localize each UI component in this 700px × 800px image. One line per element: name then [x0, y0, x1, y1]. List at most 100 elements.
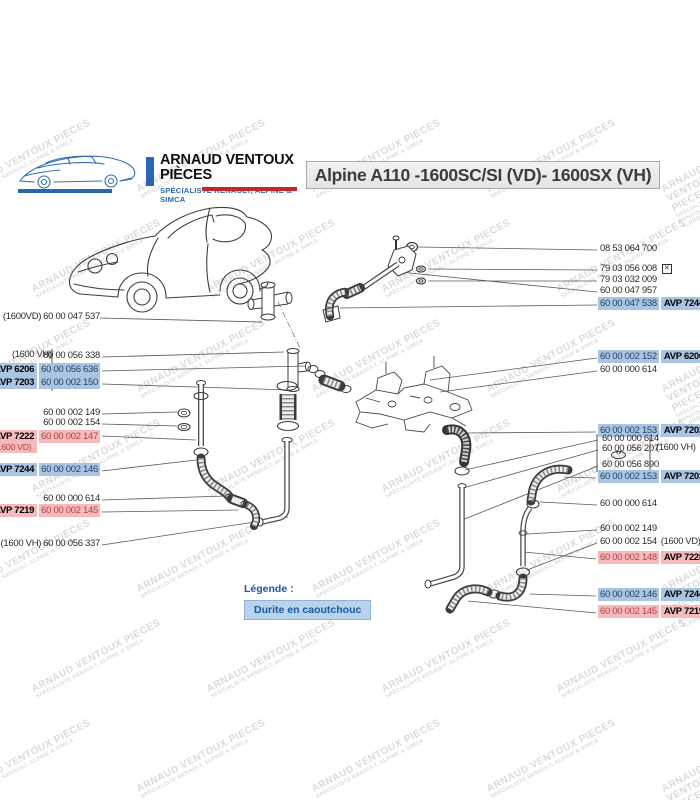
- avp-code: AVP 7202: [660, 424, 700, 437]
- part-ref: 60 00 047 538: [598, 297, 659, 310]
- avp-code: AVP 7244: [660, 297, 700, 310]
- car-sketch: [68, 206, 273, 313]
- leader-line: [339, 304, 598, 309]
- leader-line: [101, 495, 227, 501]
- part-label: 60 00 002 154(1600 VD): [600, 535, 700, 548]
- right-elbow-and-pipe: [424, 424, 472, 589]
- leader-line: [101, 423, 178, 427]
- leader-line: [529, 593, 597, 597]
- leader-line: [427, 268, 598, 271]
- part-label: 60 00 000 614: [600, 363, 657, 376]
- part-label: 60 00 002 154: [43, 416, 100, 429]
- part-label: AVP 7222(1600 VD)60 00 002 147: [0, 430, 100, 453]
- part-ref: 60 00 056 337: [43, 538, 100, 549]
- leader-line: [466, 431, 597, 434]
- leader-line: [101, 351, 285, 358]
- part-ref: 60 00 002 154: [43, 417, 100, 428]
- avp-code: AVP 6206: [660, 350, 700, 363]
- part-ref: 79 03 032 009: [600, 274, 657, 285]
- part-ref: 60 00 002 153: [598, 470, 659, 483]
- leader-line: [101, 509, 239, 513]
- variant-note: (1600 VH): [654, 441, 696, 453]
- avp-code: AVP 7244: [660, 588, 700, 601]
- avp-code: AVP 7202: [660, 470, 700, 483]
- t-connector-assembly: [286, 348, 352, 393]
- part-ref: 60 00 002 149: [600, 523, 657, 534]
- part-label: 60 00 002 149: [43, 406, 100, 419]
- center-sleeve-and-pipe: [256, 380, 300, 527]
- avp-code: AVP 7203: [0, 376, 38, 389]
- bottom-right-hose-chain: [445, 464, 573, 614]
- avp-code: AVP 7219: [0, 504, 38, 517]
- model-title-box: Alpine A110 -1600SC/SI (VD)- 1600SX (VH): [306, 161, 660, 189]
- variant-note-text: (1600 VH): [12, 349, 52, 359]
- variant-note-text: (1600 VH): [656, 442, 696, 452]
- leader-line: [439, 370, 598, 393]
- leader-line: [526, 542, 598, 571]
- variant-note: (1600 VD): [660, 536, 700, 546]
- leader-line: [101, 383, 291, 391]
- leader-line: [429, 357, 598, 381]
- part-ref: 60 00 002 145: [598, 605, 659, 618]
- part-ref: 60 00 002 147: [39, 430, 100, 443]
- part-ref: 60 00 002 146: [598, 588, 659, 601]
- leader-line: [464, 439, 599, 471]
- part-ref: 60 00 056 207: [602, 443, 659, 454]
- part-label: 60 00 056 338: [43, 349, 100, 362]
- brand-block: ARNAUD VENTOUX PIÈCES SPÉCIALISTE RENAUL…: [160, 152, 310, 204]
- header: ARNAUD VENTOUX PIÈCES SPÉCIALISTE RENAUL…: [0, 145, 700, 205]
- part-ref: 60 00 047 537: [43, 311, 100, 322]
- part-ref: 60 00 000 614: [43, 493, 100, 504]
- part-ref: 60 00 056 636: [39, 363, 100, 376]
- part-label: (1600 VH)60 00 056 337: [0, 537, 101, 550]
- part-ref: 60 00 000 614: [600, 498, 657, 509]
- avp-code: AVP 7222(1600 VD): [0, 430, 38, 453]
- variant-note: (1600 VH): [0, 538, 42, 549]
- leader-line: [523, 551, 597, 560]
- leader-line: [101, 459, 197, 472]
- avp-code: AVP 7219: [660, 605, 700, 618]
- leader-line: [539, 501, 598, 506]
- boxed-x-icon: ✕: [661, 264, 672, 274]
- hose-clamp-icon: [610, 450, 627, 460]
- part-ref: 60 00 002 150: [39, 376, 100, 389]
- legend: Légende : Durite en caoutchouc: [244, 583, 372, 620]
- part-ref: 60 00 000 614: [602, 433, 659, 444]
- part-label: 08 53 064 700: [600, 242, 657, 255]
- legend-rubber-hose: Durite en caoutchouc: [244, 600, 372, 620]
- leader-line: [101, 435, 197, 441]
- leader-line: [462, 449, 599, 489]
- part-label: 60 00 000 614: [43, 492, 100, 505]
- leader-line: [101, 365, 307, 372]
- left-hose-chain: [177, 380, 261, 530]
- part-ref: 60 00 002 153: [598, 424, 659, 437]
- part-ref: 79 03 056 008: [600, 263, 657, 274]
- leader-line: [526, 529, 598, 535]
- leader-line: [467, 600, 597, 614]
- part-label: 79 03 032 009: [600, 273, 657, 286]
- legend-heading: Légende :: [244, 583, 294, 595]
- part-ref: 60 00 000 614: [600, 364, 657, 375]
- part-ref: 60 00 002 154: [600, 536, 657, 547]
- part-ref: 60 00 002 146: [39, 463, 100, 476]
- logo-divider-bar: [146, 157, 154, 186]
- variant-note: (1600VD): [2, 311, 42, 322]
- part-ref: 08 53 064 700: [600, 243, 657, 254]
- model-title: Alpine A110 -1600SC/SI (VD)- 1600SX (VH): [314, 164, 652, 185]
- engine-manifold: [355, 356, 473, 433]
- leader-line: [101, 411, 178, 415]
- brand-car-logo-icon: [16, 150, 144, 190]
- leader-line: [99, 317, 263, 323]
- leader-line: [417, 246, 598, 251]
